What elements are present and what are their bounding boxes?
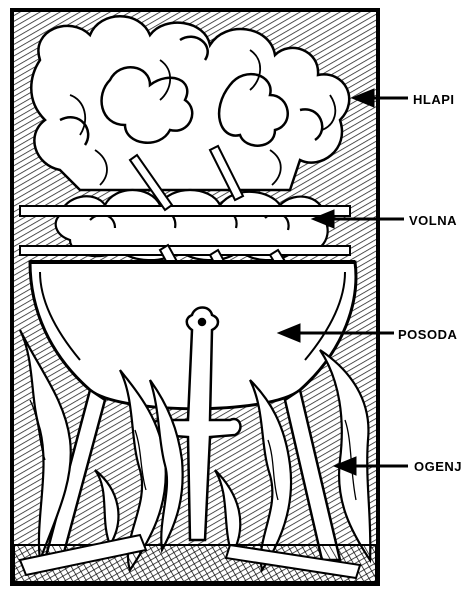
label-ogenj: OGENJ xyxy=(414,460,462,473)
label-volna: VOLNA xyxy=(409,214,457,227)
label-hlapi: HLAPI xyxy=(413,93,455,106)
label-posoda: POSODA xyxy=(398,328,457,341)
